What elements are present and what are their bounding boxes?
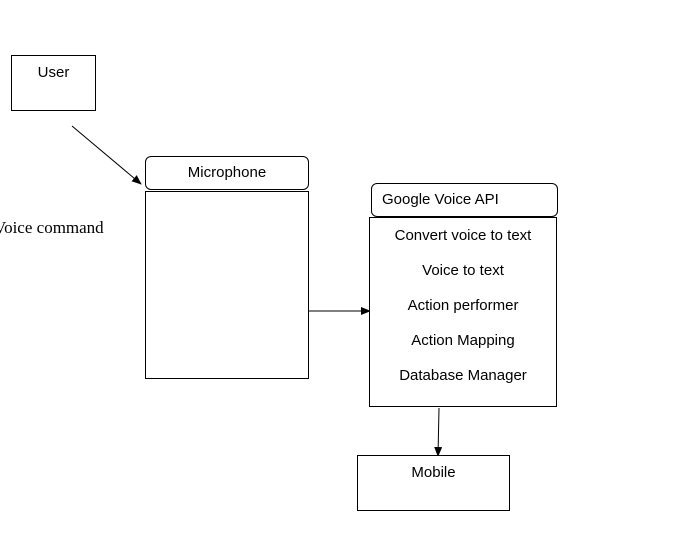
api-function-item: Convert voice to text (394, 227, 532, 244)
mobile-node: Mobile (357, 455, 510, 511)
api-function-item: Voice to text (422, 262, 504, 279)
google-voice-api-body: Convert voice to text Voice to text Acti… (369, 217, 557, 407)
microphone-header: Microphone (145, 156, 309, 190)
api-function-item: Database Manager (399, 367, 527, 384)
api-function-item: Action performer (407, 297, 519, 314)
arrow-user-to-microphone (71, 125, 142, 185)
mobile-label: Mobile (411, 464, 456, 481)
user-label: User (37, 64, 70, 81)
user-node: User (11, 55, 96, 111)
google-voice-api-label: Google Voice API (382, 191, 499, 208)
api-function-item: Action Mapping (411, 332, 515, 349)
voice-command-label: Voice command (0, 218, 104, 237)
microphone-body (145, 191, 309, 379)
arrow-api-to-mobile (434, 407, 443, 457)
google-voice-api-header: Google Voice API (371, 183, 558, 217)
microphone-label: Microphone (187, 164, 267, 181)
